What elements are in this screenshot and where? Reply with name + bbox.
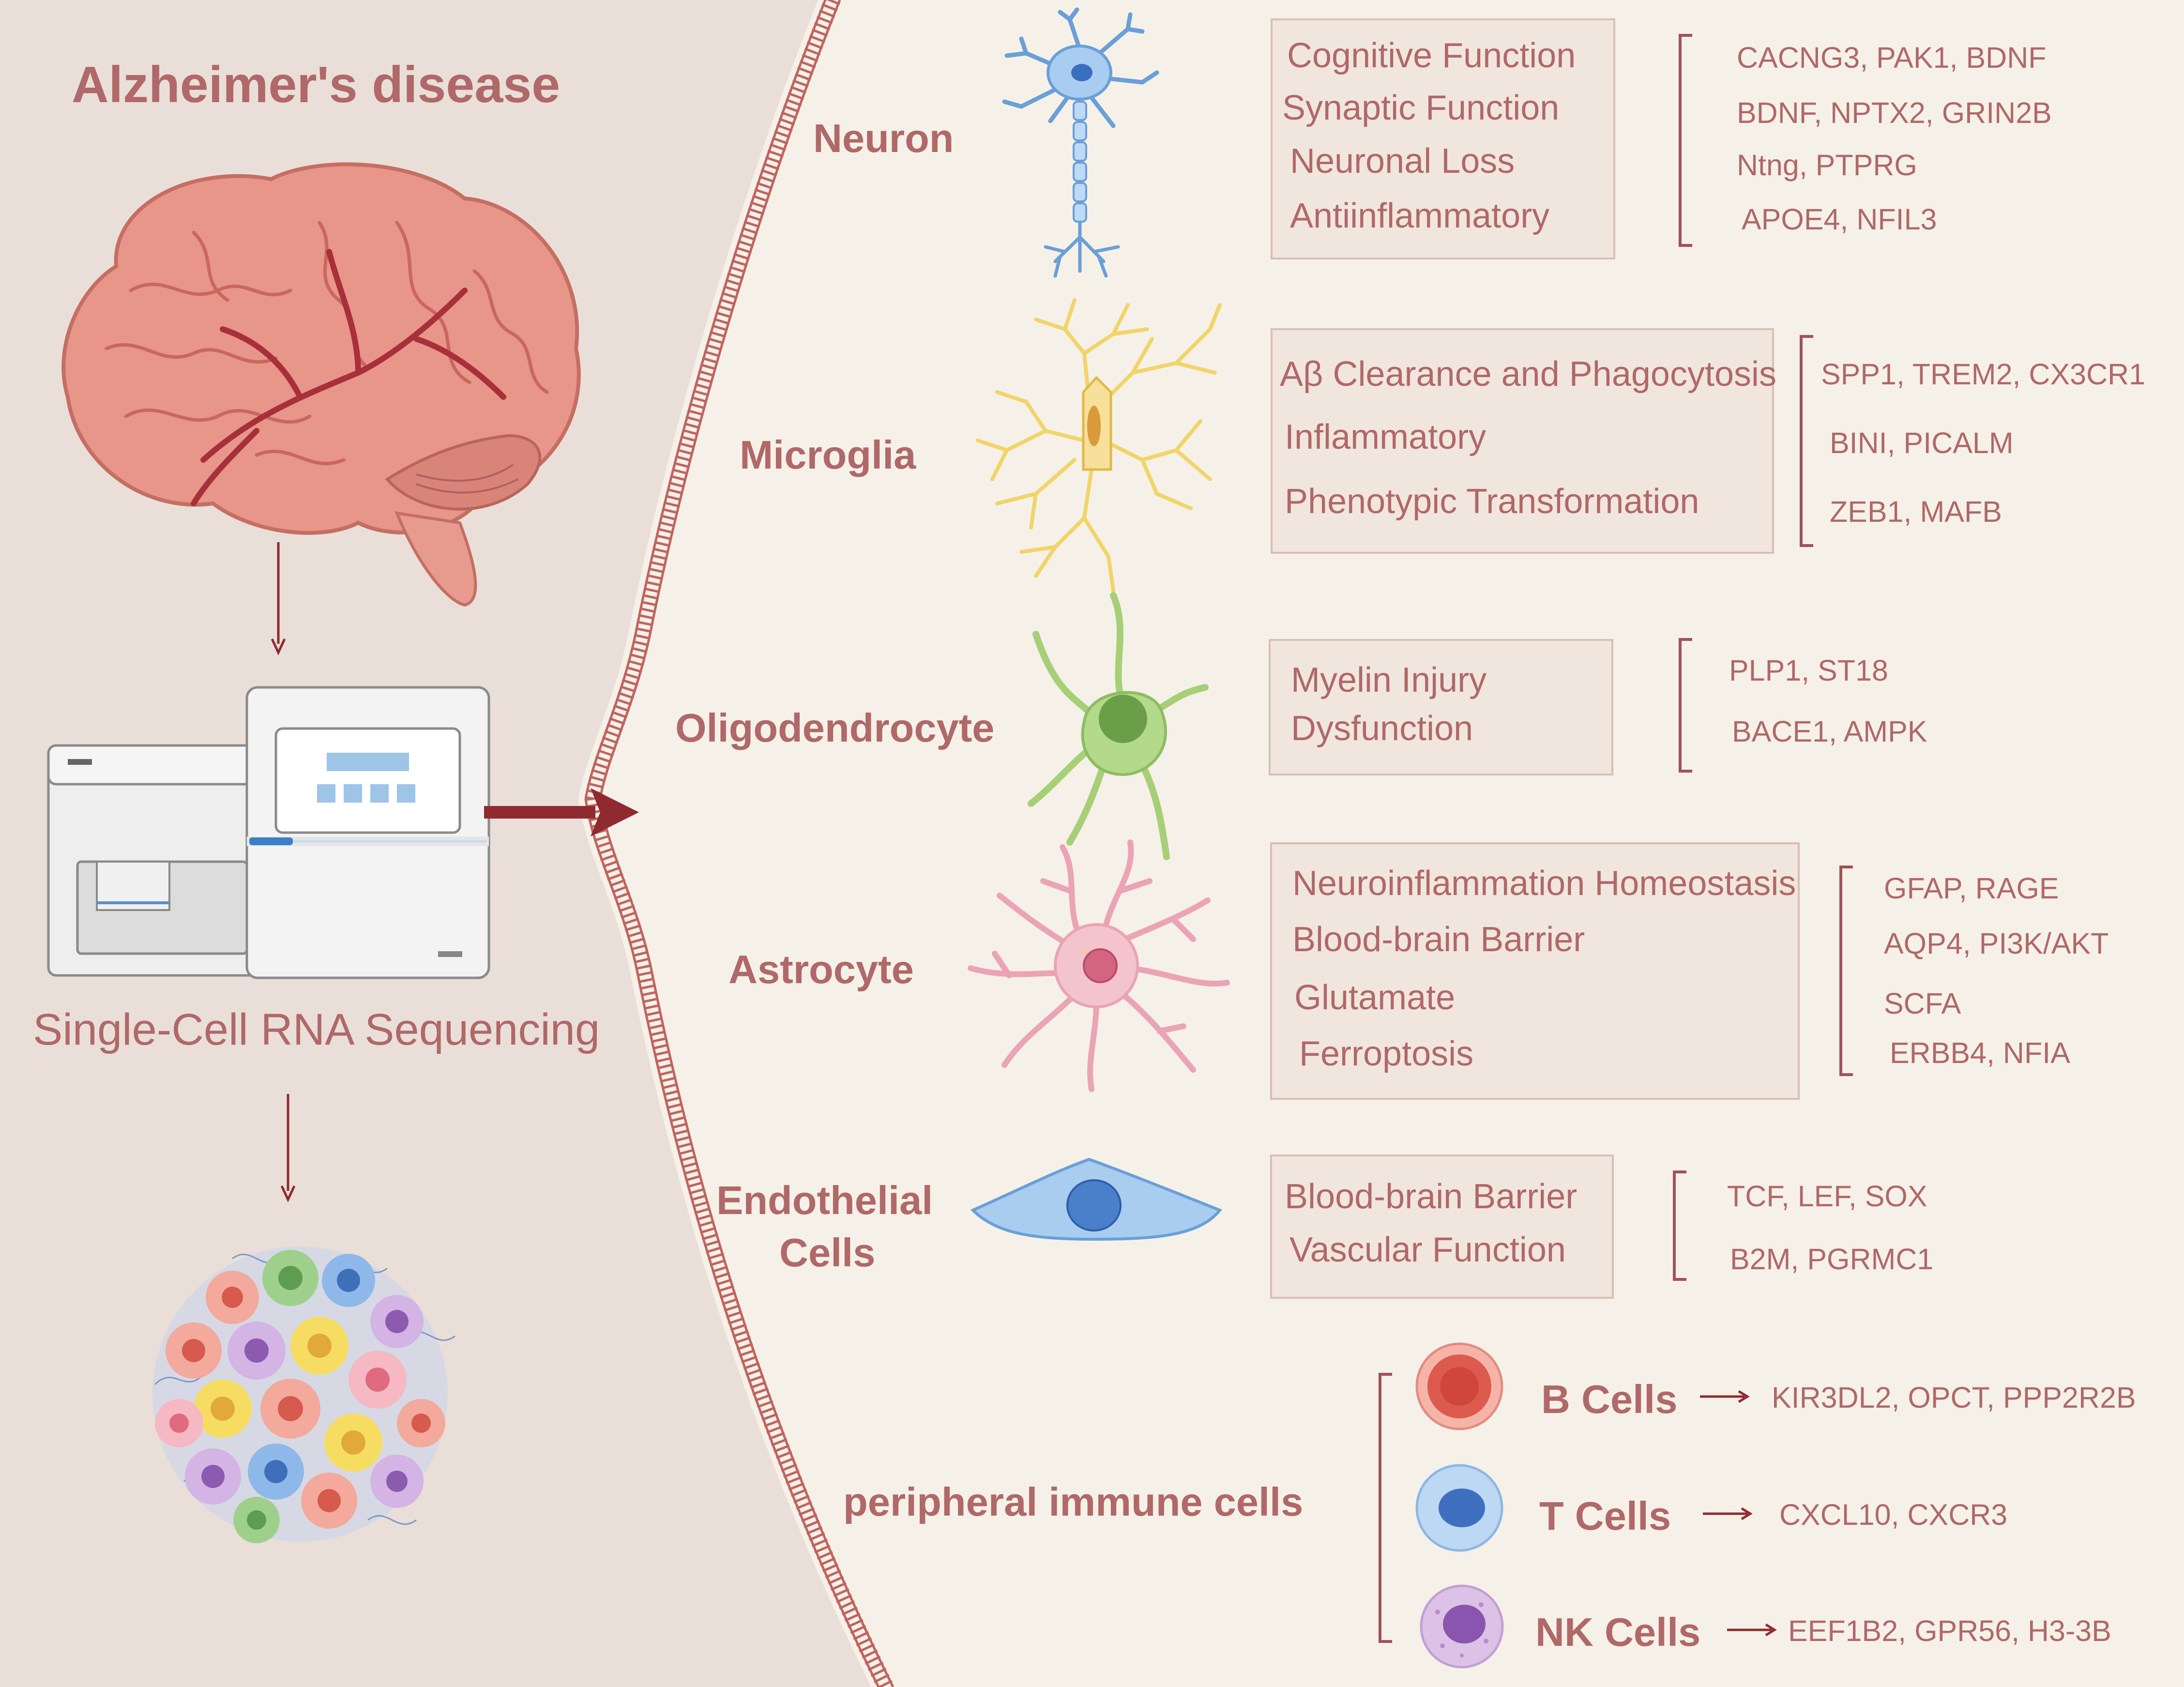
gene-list-item: BINI, PICALM xyxy=(1830,426,2014,459)
cell-type-label-endothelial-line2: Cells xyxy=(779,1230,876,1275)
right-arrow-icon xyxy=(484,788,639,836)
function-item: Dysfunction xyxy=(1291,709,1473,748)
function-box-endothelial: Blood-brain Barrier Vascular Function xyxy=(1270,1155,1614,1299)
down-arrow-icon xyxy=(271,542,286,655)
gene-list-item: BACE1, AMPK xyxy=(1732,715,1927,748)
gene-list-item: GFAP, RAGE xyxy=(1884,872,2059,905)
neuron-icon xyxy=(1002,7,1159,278)
cell-cluster-icon xyxy=(152,1246,455,1543)
cell-type-label-neuron: Neuron xyxy=(813,116,954,161)
cell-type-label-oligodendrocyte: Oligodendrocyte xyxy=(675,705,995,750)
function-box-astrocyte: Neuroinflammation Homeostasis Blood-brai… xyxy=(1270,842,1800,1100)
gene-list-item: APOE4, NFIL3 xyxy=(1742,203,1937,236)
immune-cells-label: peripheral immune cells xyxy=(843,1479,1304,1524)
nk-cell-icon xyxy=(1420,1584,1504,1669)
function-item: Vascular Function xyxy=(1289,1231,1566,1269)
b-cells-label: B Cells xyxy=(1541,1377,1678,1422)
oligodendrocyte-icon xyxy=(1028,592,1209,860)
astrocyte-icon xyxy=(968,839,1230,1092)
bracket-neuron xyxy=(1679,34,1692,247)
gene-list-item: CACNG3, PAK1, BDNF xyxy=(1737,41,2047,74)
function-item: Inflammatory xyxy=(1285,418,1486,456)
gene-list-item: TCF, LEF, SOX xyxy=(1727,1180,1927,1213)
function-item: Cognitive Function xyxy=(1287,36,1576,75)
brain-icon xyxy=(61,162,581,607)
bracket-endothelial xyxy=(1673,1170,1686,1281)
function-item: Aβ Clearance and Phagocytosis xyxy=(1280,355,1776,394)
function-item: Neuronal Loss xyxy=(1290,142,1515,181)
microglia-icon xyxy=(976,298,1222,593)
sequencer-machine-icon xyxy=(47,686,490,979)
arrow-icon xyxy=(1703,1507,1753,1520)
function-item: Synaptic Function xyxy=(1282,89,1560,127)
arrow-icon xyxy=(1700,1390,1750,1403)
function-item: Antiinflammatory xyxy=(1290,197,1550,235)
function-item: Ferroptosis xyxy=(1299,1034,1474,1073)
page-title: Alzheimer's disease xyxy=(72,56,561,113)
function-item: Glutamate xyxy=(1294,978,1456,1017)
cell-type-label-microglia: Microglia xyxy=(740,432,916,477)
b-cells-genes: KIR3DL2, OPCT, PPP2R2B xyxy=(1772,1381,2136,1414)
function-item: Phenotypic Transformation xyxy=(1285,482,1699,521)
t-cells-label: T Cells xyxy=(1539,1493,1671,1538)
bracket-microglia xyxy=(1800,335,1813,547)
gene-list-item: B2M, PGRMC1 xyxy=(1730,1243,1934,1276)
gene-list-item: AQP4, PI3K/AKT xyxy=(1884,927,2109,960)
gene-list-item: SCFA xyxy=(1884,987,1961,1020)
nk-cells-genes: EEF1B2, GPR56, H3-3B xyxy=(1788,1614,2111,1647)
function-box-neuron: Cognitive Function Synaptic Function Neu… xyxy=(1271,18,1615,259)
arrow-icon xyxy=(1727,1623,1777,1637)
function-item: Blood-brain Barrier xyxy=(1292,920,1585,959)
bracket-immune xyxy=(1379,1373,1392,1643)
gene-list-item: ZEB1, MAFB xyxy=(1830,495,2002,528)
nk-cells-label: NK Cells xyxy=(1535,1610,1701,1655)
cell-type-label-astrocyte: Astrocyte xyxy=(728,947,914,992)
down-arrow-icon xyxy=(280,1094,296,1202)
gene-list-item: BDNF, NPTX2, GRIN2B xyxy=(1737,96,2052,129)
gene-list-item: SPP1, TREM2, CX3CR1 xyxy=(1821,358,2146,391)
b-cell-icon xyxy=(1415,1342,1503,1430)
bracket-oligodendrocyte xyxy=(1679,638,1692,773)
function-box-microglia: Aβ Clearance and Phagocytosis Inflammato… xyxy=(1271,328,1776,554)
t-cells-genes: CXCL10, CXCR3 xyxy=(1779,1498,2008,1531)
sequencing-label: Single-Cell RNA Sequencing xyxy=(33,1005,600,1054)
gene-list-item: PLP1, ST18 xyxy=(1729,654,1888,687)
function-item: Blood-brain Barrier xyxy=(1285,1177,1577,1216)
endothelial-cell-icon xyxy=(970,1157,1222,1241)
function-box-oligodendrocyte: Myelin Injury Dysfunction xyxy=(1269,639,1613,775)
bracket-astrocyte xyxy=(1839,866,1853,1076)
gene-list-item: Ntng, PTPRG xyxy=(1737,149,1917,182)
cell-type-label-endothelial: Endothelial xyxy=(716,1178,933,1223)
gene-list-item: ERBB4, NFIA xyxy=(1890,1036,2070,1069)
function-item: Myelin Injury xyxy=(1291,661,1487,699)
t-cell-icon xyxy=(1415,1464,1503,1552)
function-item: Neuroinflammation Homeostasis xyxy=(1292,864,1796,903)
